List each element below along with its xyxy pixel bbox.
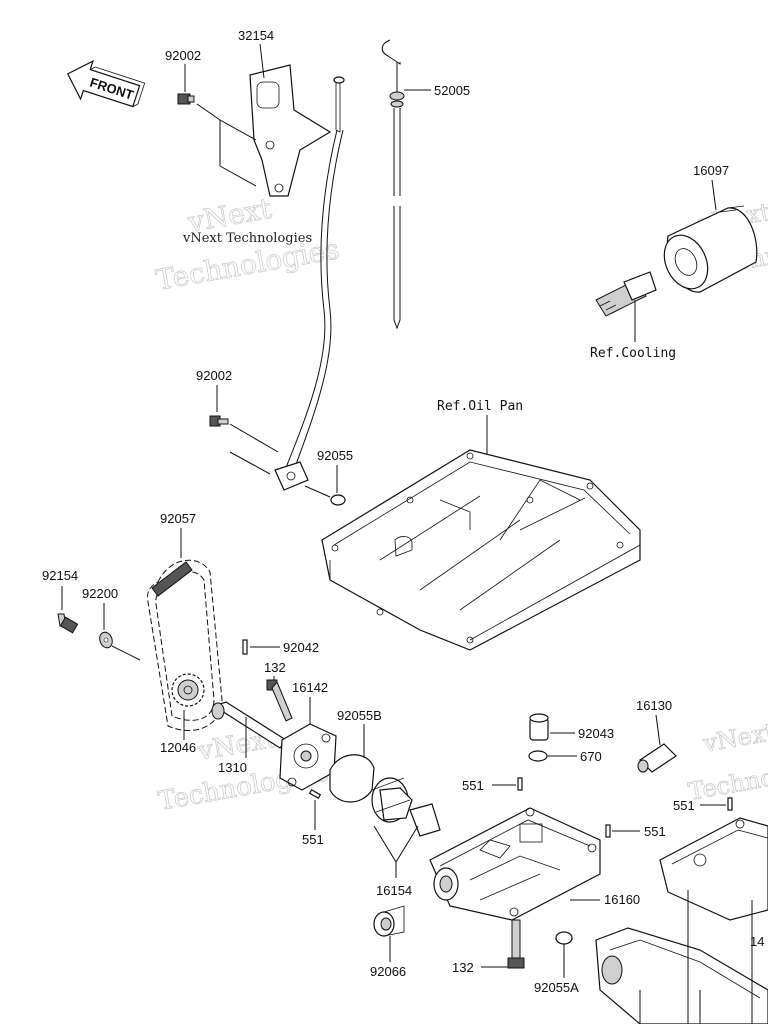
ref-oil-pan-label: Ref.Oil Pan [437,399,523,414]
front-direction-arrow: FRONT [66,59,146,108]
bolt-92002-mid [209,415,229,427]
callout-92055B: 92055B [337,708,382,723]
callout-92002-mid: 92002 [196,368,232,383]
callout-551-b: 551 [644,824,666,839]
callout-551-a: 551 [462,778,484,793]
watermark-right: vNext Technologies [686,717,768,806]
callout-12046: 12046 [160,740,196,755]
oil-strainer [595,927,768,1024]
relief-valve-16130 [637,743,677,773]
callout-92200: 92200 [82,586,118,601]
callout-16154: 16154 [376,883,412,898]
callout-32154: 32154 [238,28,274,43]
oring-92055A [555,931,573,945]
cooling-fitting [595,271,657,317]
callout-132-bottom: 132 [452,960,474,975]
bolt-92002-top [177,93,195,105]
callout-92042: 92042 [283,640,319,655]
bracket-32154 [249,64,332,197]
pin-92042 [242,639,248,655]
callout-92055: 92055 [317,448,353,463]
callout-132-top: 132 [264,660,286,675]
callout-92066: 92066 [370,964,406,979]
drive-chain-92057 [147,559,223,731]
sleeve-92043 [529,713,549,741]
dipstick-tube [274,76,345,491]
pump-housing-16160 [429,807,601,921]
callout-92154: 92154 [42,568,78,583]
callout-92057: 92057 [160,511,196,526]
ref-cooling-label: Ref.Cooling [590,346,676,361]
bolt-132-top [266,679,293,722]
svg-text:vNext: vNext [700,718,768,758]
gasket-92055B [329,754,375,803]
callout-92002-top: 92002 [165,48,201,63]
sprocket-12046 [171,673,205,707]
oil-filter-16097 [663,205,758,293]
callout-1310: 1310 [218,760,247,775]
callout-551-right: 551 [673,798,695,813]
oil-pan [321,449,641,651]
collar-92066 [373,905,405,937]
callout-92043: 92043 [578,726,614,741]
washer-92200 [99,631,113,649]
svg-text:vNext Technologies: vNext Technologies [182,231,312,246]
callout-52005: 52005 [434,83,470,98]
rotor-set-16154 [371,777,441,837]
callout-670: 670 [580,749,602,764]
bolt-92154 [57,613,79,634]
callout-16097: 16097 [693,163,729,178]
pin-551-left [308,788,322,800]
oring-670 [528,750,548,762]
pin-551-a [517,777,523,791]
bolt-132-bottom [507,919,525,969]
callout-92055A: 92055A [534,980,579,995]
pump-housing-partial-right [659,797,768,1024]
callout-16142: 16142 [292,680,328,695]
callout-16130: 16130 [636,698,672,713]
watermark-top: vNext Technologies vNext Technologies [153,191,342,297]
callout-551-left: 551 [302,832,324,847]
pin-551-b [605,824,611,838]
svg-text:Technologies: Technologies [686,751,768,806]
dipstick-52005 [381,39,405,330]
oring-92055 [330,494,346,506]
callout-16160: 16160 [604,892,640,907]
callout-14-partial: 14 [750,934,764,949]
